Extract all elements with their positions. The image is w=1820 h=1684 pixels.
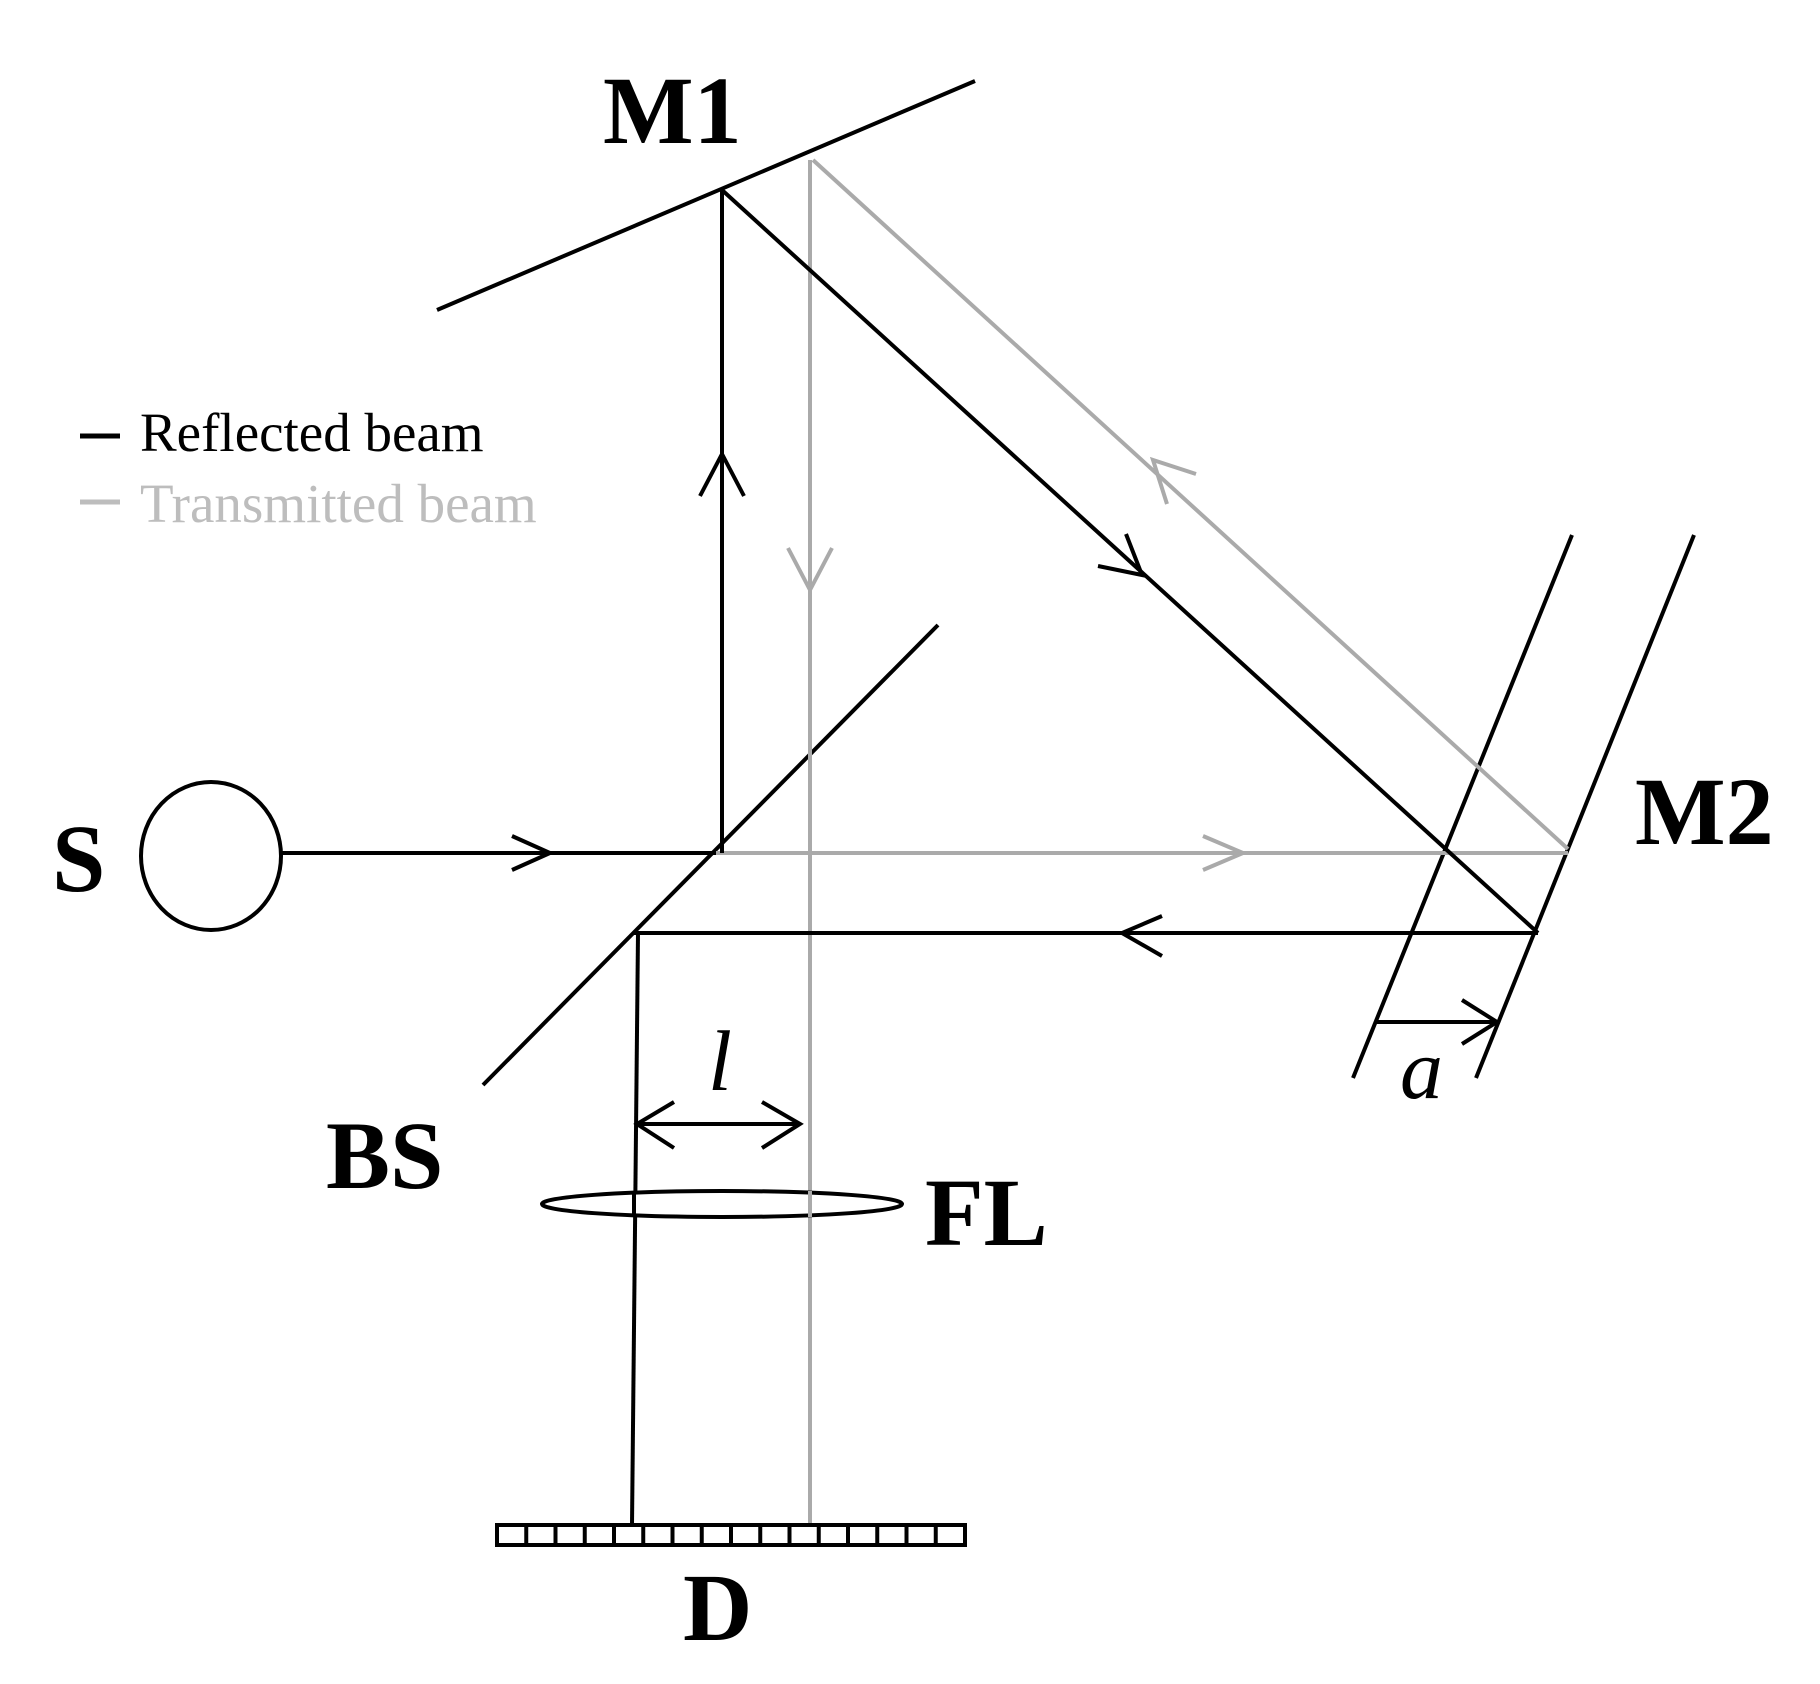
arrow-reflected-up bbox=[698, 449, 746, 497]
arrow-transmitted-right bbox=[1202, 834, 1249, 872]
label-source: S bbox=[52, 805, 105, 912]
label-fl: FL bbox=[925, 1159, 1048, 1266]
source-circle bbox=[139, 780, 283, 932]
detector bbox=[495, 1523, 967, 1547]
legend-reflected-label: Reflected beam bbox=[140, 402, 484, 463]
label-bs: BS bbox=[326, 1102, 443, 1209]
arrow-transmitted-down bbox=[786, 547, 834, 595]
distance-l-arrow bbox=[633, 1100, 804, 1150]
arrow-reflected-diagonal bbox=[1097, 533, 1146, 578]
distance-a-arrow bbox=[1377, 998, 1501, 1046]
focusing-lens bbox=[540, 1189, 904, 1219]
mirror-m1 bbox=[436, 79, 976, 312]
legend-transmitted-label: Transmitted beam bbox=[140, 473, 537, 534]
label-m1: M1 bbox=[603, 57, 742, 164]
label-m2: M2 bbox=[1635, 758, 1774, 865]
mirror-m2-back bbox=[1474, 534, 1696, 1079]
label-distance-l: l bbox=[708, 1013, 732, 1109]
arrow-reflected-left bbox=[1117, 914, 1163, 958]
arrow-transmitted-diagonal bbox=[1149, 456, 1197, 505]
arrow-reflected-right bbox=[511, 834, 555, 872]
label-detector: D bbox=[683, 1554, 752, 1661]
mirror-m2-front bbox=[1351, 534, 1574, 1079]
label-distance-a: a bbox=[1400, 1021, 1443, 1117]
reflected-beam bbox=[281, 188, 1540, 1526]
transmitted-beam bbox=[716, 158, 1570, 1525]
